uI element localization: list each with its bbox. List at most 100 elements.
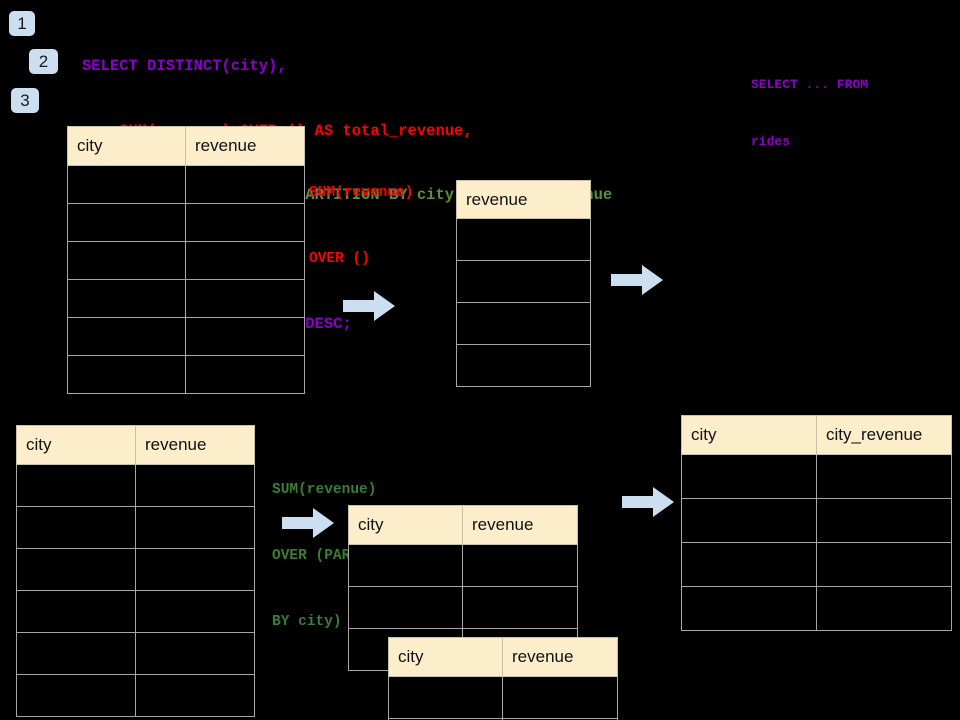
table-partition-back-header-city: city [348, 505, 463, 545]
table-row [388, 718, 618, 720]
table-cell [681, 454, 817, 499]
table-source-top-header-revenue: revenue [185, 126, 305, 166]
arrow-right-2 [611, 265, 663, 295]
arrow-right-4 [622, 487, 674, 517]
table-cell [16, 674, 136, 717]
step-badge-2-label: 2 [38, 52, 49, 71]
table-cell [502, 676, 618, 719]
step-badge-2: 2 [29, 49, 58, 74]
table-cell [348, 544, 463, 587]
table-cell [16, 506, 136, 549]
arrow-right-3 [282, 508, 334, 538]
table-cell [67, 279, 186, 318]
table-total-revenue-header-row: revenue [456, 180, 591, 219]
table-cell [16, 464, 136, 507]
annotation-sum-over-empty-line-2: OVER () [309, 251, 370, 267]
table-cell [388, 676, 503, 719]
table-source-bottom-body [16, 464, 255, 717]
table-cell [816, 498, 952, 543]
table-total-revenue: revenue [456, 180, 591, 387]
annotation-select-from-rides: SELECT ... FROM rides [751, 37, 868, 189]
annotation-sum-over-empty: SUM(revenue) OVER () [309, 138, 413, 314]
step-badge-3-label: 3 [20, 91, 30, 110]
table-source-bottom-header-city: city [16, 425, 136, 465]
table-cell [681, 542, 817, 587]
table-row [681, 498, 952, 543]
table-partition-front-header-revenue: revenue [502, 637, 618, 677]
table-cell [67, 317, 186, 356]
table-partition-back-header-row: city revenue [348, 505, 578, 545]
table-cell [135, 506, 255, 549]
table-cell [816, 454, 952, 499]
table-row [16, 464, 255, 507]
table-cell [185, 165, 305, 204]
table-partition-front-header-row: city revenue [388, 637, 618, 677]
annotation-select-from-rides-line-1: SELECT ... FROM [751, 77, 869, 92]
table-cell [16, 590, 136, 633]
table-source-bottom-header-revenue: revenue [135, 425, 255, 465]
table-cell [456, 344, 591, 387]
table-partition-front-body [388, 676, 618, 720]
table-cell [462, 586, 578, 629]
table-cell [67, 355, 186, 394]
table-result-city-revenue: city city_revenue [681, 415, 952, 631]
annotation-sum-over-partition-line-1: SUM(revenue) [272, 482, 377, 498]
table-cell [135, 464, 255, 507]
table-result-header-city-revenue: city_revenue [816, 415, 952, 455]
table-cell [816, 542, 952, 587]
table-cell [135, 590, 255, 633]
annotation-select-from-rides-line-2: rides [751, 134, 791, 149]
table-cell [456, 218, 591, 261]
table-row [67, 241, 305, 280]
table-source-top-header-row: city revenue [67, 126, 305, 166]
table-row [67, 317, 305, 356]
table-source-bottom: city revenue [16, 425, 255, 717]
annotation-sum-over-empty-line-1: SUM(revenue) [309, 185, 414, 201]
table-result-header-row: city city_revenue [681, 415, 952, 455]
table-cell [456, 260, 591, 303]
table-partition-front-header-city: city [388, 637, 503, 677]
table-row [681, 454, 952, 499]
table-row [67, 279, 305, 318]
table-row [67, 165, 305, 204]
table-cell [135, 674, 255, 717]
table-row [681, 586, 952, 631]
table-source-top-header-city: city [67, 126, 186, 166]
table-cell [185, 241, 305, 280]
table-cell [67, 241, 186, 280]
table-partition-back-header-revenue: revenue [462, 505, 578, 545]
table-result-header-city: city [681, 415, 817, 455]
table-source-top: city revenue [67, 126, 305, 394]
table-cell [135, 632, 255, 675]
table-total-revenue-body [456, 218, 591, 387]
annotation-sum-over-partition-line-3: BY city) [272, 614, 342, 630]
table-row [388, 676, 618, 719]
table-row [16, 548, 255, 591]
step-badge-1: 1 [9, 11, 35, 36]
table-cell [348, 586, 463, 629]
table-cell [185, 355, 305, 394]
table-row [16, 506, 255, 549]
table-cell [185, 279, 305, 318]
table-row [67, 203, 305, 242]
table-row [681, 542, 952, 587]
table-cell [185, 203, 305, 242]
table-cell [16, 632, 136, 675]
table-cell [816, 586, 952, 631]
table-row [456, 344, 591, 387]
table-cell [16, 548, 136, 591]
table-result-body [681, 454, 952, 631]
table-source-bottom-header-row: city revenue [16, 425, 255, 465]
table-row [16, 674, 255, 717]
table-row [348, 544, 578, 587]
step-badge-3: 3 [11, 88, 39, 113]
table-source-top-body [67, 165, 305, 394]
table-total-revenue-header-revenue: revenue [456, 180, 591, 219]
table-row [456, 302, 591, 345]
table-row [456, 260, 591, 303]
step-badge-1-label: 1 [17, 14, 27, 33]
table-cell [135, 548, 255, 591]
table-row [67, 355, 305, 394]
table-cell [681, 498, 817, 543]
